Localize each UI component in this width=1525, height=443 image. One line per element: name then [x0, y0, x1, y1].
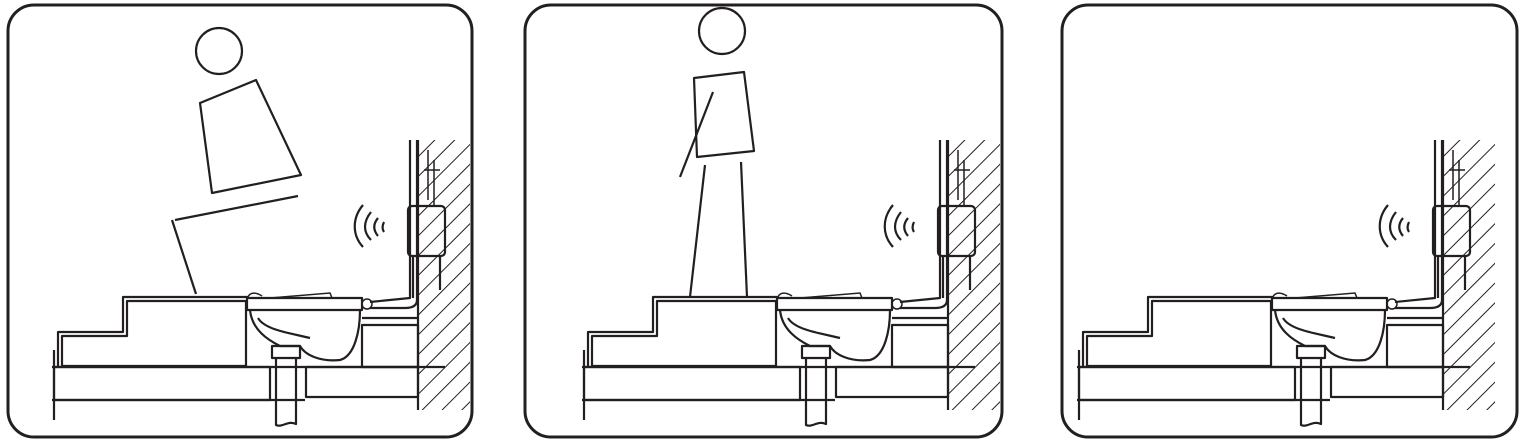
arm — [678, 91, 715, 178]
thigh — [174, 194, 299, 222]
panel-frame — [523, 3, 1004, 439]
sensor-waves-icon — [1378, 203, 1411, 249]
standing-user-figure — [678, 6, 756, 298]
sensor-waves-icon — [883, 203, 916, 249]
panel-1 — [6, 3, 474, 439]
toilet-installation — [580, 138, 1002, 427]
panel-frame — [6, 3, 474, 439]
panel-frame — [1060, 3, 1519, 439]
seated-user-figure — [170, 26, 303, 295]
panel-3 — [1060, 3, 1519, 439]
toilet-installation — [1075, 138, 1497, 427]
torso — [198, 78, 303, 195]
leg — [170, 219, 198, 295]
head — [697, 6, 747, 56]
leg — [739, 161, 749, 298]
head — [194, 26, 244, 76]
panel-2 — [523, 3, 1004, 439]
torso — [692, 70, 756, 159]
sensor-waves-icon — [353, 203, 386, 249]
leg — [688, 164, 707, 298]
